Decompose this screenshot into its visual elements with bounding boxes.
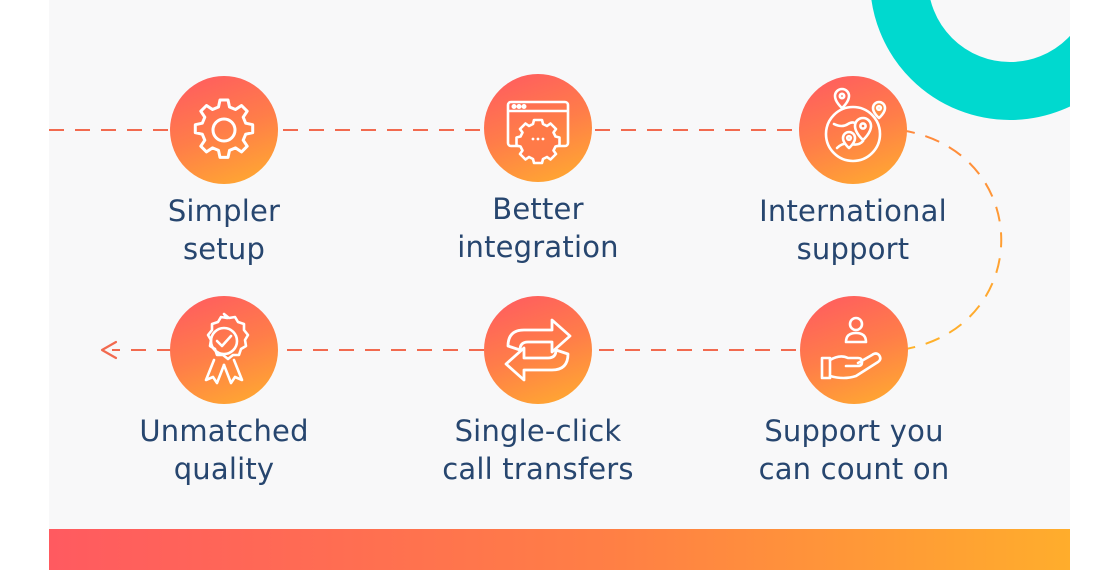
step-label: Single-click call transfers bbox=[398, 412, 678, 488]
step-label-line2: setup bbox=[182, 232, 266, 266]
step-label-line2: integration bbox=[457, 230, 619, 264]
step-circle bbox=[170, 296, 278, 404]
step-label: Unmatched quality bbox=[84, 412, 364, 488]
step-label-line2: can count on bbox=[758, 452, 950, 486]
step-label-line1: International bbox=[759, 194, 947, 228]
step-label-line2: quality bbox=[173, 452, 275, 486]
arrowhead-icon bbox=[100, 340, 118, 360]
step-label: Better integration bbox=[398, 190, 678, 266]
gear-icon bbox=[193, 98, 255, 159]
step-circle bbox=[800, 296, 908, 404]
step-circle bbox=[799, 76, 907, 184]
step-label-line1: Simpler bbox=[167, 194, 281, 228]
step-label-line1: Unmatched bbox=[139, 414, 309, 448]
step-label-line1: Support you bbox=[764, 414, 944, 448]
step-circle bbox=[170, 76, 278, 184]
step-label: Support you can count on bbox=[714, 412, 994, 488]
step-label: Simpler setup bbox=[84, 192, 364, 268]
curved-dashed-connector bbox=[899, 129, 1003, 351]
step-label-line1: Single-click bbox=[454, 414, 622, 448]
browser-gear-icon bbox=[506, 100, 570, 165]
step-circle bbox=[484, 296, 592, 404]
step-label-line2: call transfers bbox=[442, 452, 634, 486]
step-label-line1: Better bbox=[492, 192, 584, 226]
hand-user-icon bbox=[820, 316, 882, 380]
step-label: International support bbox=[713, 192, 993, 268]
globe-location-icon bbox=[824, 87, 887, 163]
bottom-gradient-bar bbox=[49, 529, 1070, 570]
award-badge-icon bbox=[204, 312, 250, 385]
step-circle bbox=[484, 74, 592, 182]
teal-arc-decoration bbox=[871, 0, 1070, 120]
step-label-line2: support bbox=[796, 232, 910, 266]
arrows-swap-icon bbox=[504, 318, 572, 382]
